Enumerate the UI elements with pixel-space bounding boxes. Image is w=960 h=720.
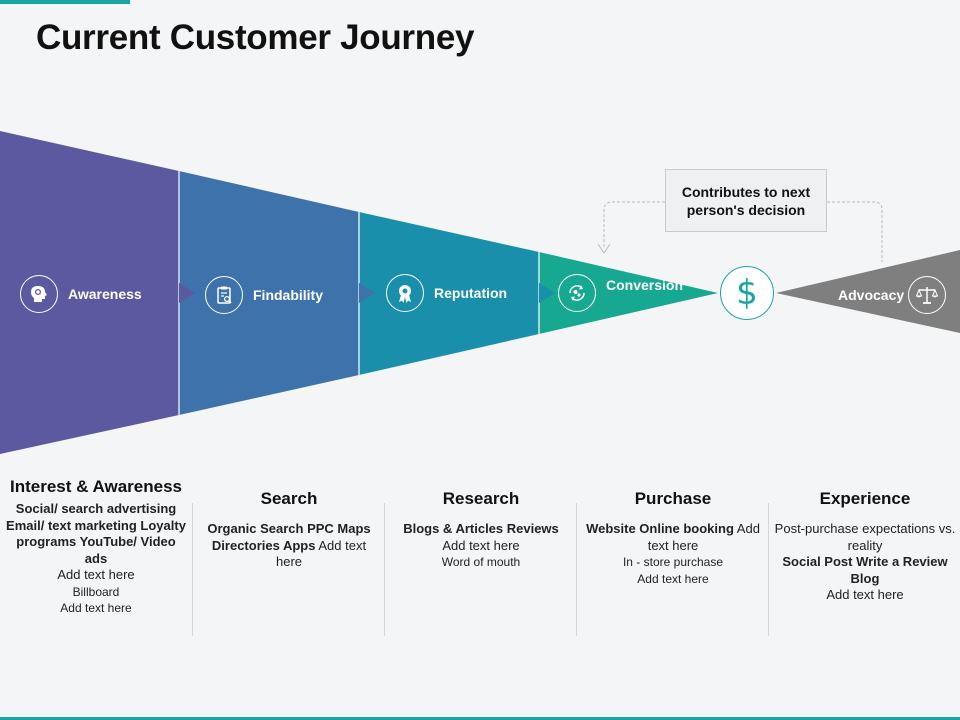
feedback-arrowhead	[597, 243, 611, 254]
funnel-segment-awareness	[0, 131, 179, 454]
column-body: Post-purchase expectations vs. reality S…	[774, 521, 956, 604]
column-small-text: Add text here	[60, 601, 132, 615]
stage-label-advocacy: Advocacy	[838, 287, 905, 303]
head-gears-icon	[20, 275, 58, 313]
column-body: Organic Search PPC Maps Directories Apps…	[198, 521, 380, 571]
column-small-text: Add text here	[637, 571, 709, 586]
column-bold-text: Blogs & Articles Reviews	[403, 521, 559, 536]
column-bold-text: Social/ search advertising Email/ text m…	[6, 501, 186, 566]
column-plain-text: Add text here	[826, 587, 904, 602]
column-heading: Interest & Awareness	[10, 477, 182, 496]
stage-awareness: Awareness	[20, 275, 142, 313]
top-accent-bar	[0, 0, 130, 4]
column-heading: Search	[260, 489, 318, 508]
column-plain-text: Add text here	[57, 567, 135, 582]
column-separator	[384, 503, 385, 636]
column-separator	[192, 503, 193, 636]
cycle-gears-icon	[558, 274, 596, 312]
column-interest-awareness: Interest & Awareness Social/ search adve…	[5, 476, 187, 617]
funnel-segment-conversion	[539, 252, 718, 334]
badge-icon	[386, 274, 424, 312]
column-bold-text: Website Online booking	[586, 521, 734, 536]
column-search: Search Organic Search PPC Maps Directori…	[198, 488, 380, 571]
column-small-text: Billboard	[72, 584, 120, 599]
column-body: Blogs & Articles Reviews Add text here W…	[390, 521, 572, 571]
column-separator	[576, 503, 577, 636]
column-heading: Research	[442, 489, 520, 508]
column-plain-text: Add text here	[442, 537, 520, 553]
funnel-segment-findability	[179, 171, 359, 415]
column-small-text: Word of mouth	[441, 555, 521, 569]
feedback-note: Contributes to next person's decision	[665, 169, 827, 232]
clipboard-search-icon	[205, 276, 243, 314]
bottom-accent-bar	[0, 717, 960, 720]
column-separator	[768, 503, 769, 636]
stage-label-awareness: Awareness	[68, 286, 142, 302]
page-title: Current Customer Journey	[36, 18, 475, 57]
column-plain-text: Add text here	[275, 537, 367, 570]
column-plain-text: Post-purchase expectations vs. reality	[774, 521, 956, 553]
column-heading: Experience	[819, 489, 911, 508]
feedback-connector	[603, 201, 665, 248]
stage-findability: Findability	[205, 276, 323, 314]
column-bold-text: Organic Search PPC Maps Directories Apps	[207, 521, 371, 553]
column-experience: Experience Post-purchase expectations vs…	[774, 488, 956, 604]
funnel-segment-reputation	[359, 212, 539, 375]
column-small-text: In - store purchase	[622, 555, 724, 569]
scales-icon	[908, 276, 947, 314]
stage-label-reputation: Reputation	[434, 285, 508, 301]
flow-arrow	[539, 283, 555, 303]
column-purchase: Purchase Website Online booking Add text…	[582, 488, 764, 587]
stage-label-conversion: Conversion	[606, 277, 684, 293]
column-body: Website Online booking Add text here In …	[582, 521, 764, 587]
stage-advocacy: Advocacy	[838, 276, 947, 314]
stage-conversion: Conversion	[558, 274, 683, 312]
flow-arrow	[179, 283, 195, 303]
dollar-icon: $	[720, 266, 774, 320]
flow-arrow	[359, 283, 375, 303]
column-body: Social/ search advertising Email/ text m…	[5, 501, 187, 617]
column-heading: Purchase	[634, 489, 712, 508]
column-research: Research Blogs & Articles Reviews Add te…	[390, 488, 572, 571]
stage-label-findability: Findability	[253, 287, 323, 303]
feedback-connector	[827, 201, 883, 262]
column-bold-text: Social Post Write a Review Blog	[782, 554, 948, 586]
column-plain-text: Add text here	[647, 521, 760, 553]
stage-reputation: Reputation	[386, 274, 507, 312]
funnel-segment-advocacy	[776, 250, 960, 333]
